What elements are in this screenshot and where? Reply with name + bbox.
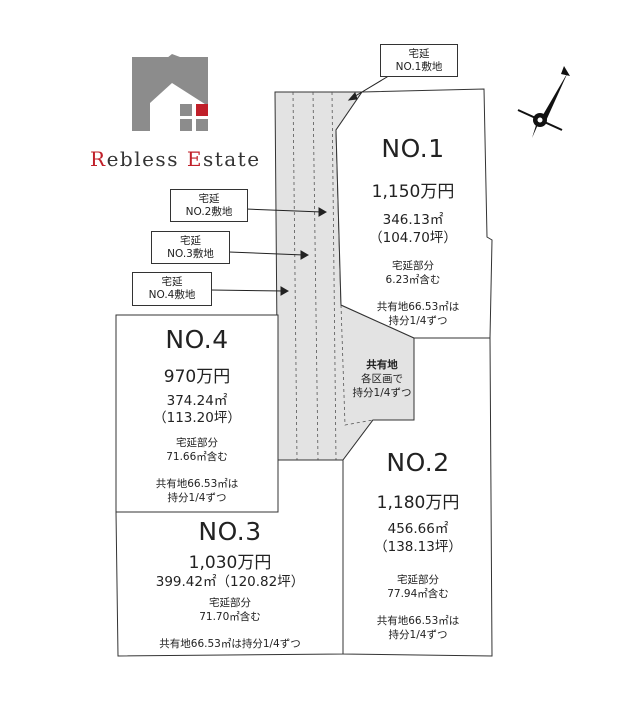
lot-no1-shared: 共有地66.53㎡は持分1/4ずつ xyxy=(376,301,460,327)
lot-no3 xyxy=(115,459,344,657)
lot-no4-area-tsubo: （113.20坪） xyxy=(153,410,241,426)
lot-no2-area-tsubo: （138.13坪） xyxy=(374,539,462,555)
logo-house-icon xyxy=(132,54,208,131)
lot-no3-shared: 共有地66.53㎡は持分1/4ずつ xyxy=(159,638,301,650)
lot-no2-price: 1,180万円 xyxy=(376,493,460,513)
callout-driveway-no2: 宅延 NO.2敷地 xyxy=(170,189,248,222)
callout-driveway-no1: 宅延 NO.1敷地 xyxy=(380,44,458,77)
lot-no4-area-m2: 374.24㎡ xyxy=(166,393,228,409)
north-arrow-icon xyxy=(517,66,570,138)
lot-no3-area: 399.42㎡（120.82坪） xyxy=(155,574,305,590)
lot-no1-area-m2: 346.13㎡ xyxy=(382,212,444,228)
lot-no4-shared: 共有地66.53㎡は持分1/4ずつ xyxy=(155,478,239,504)
lot-no1-name: NO.1 xyxy=(381,134,445,163)
lot-no4-price: 970万円 xyxy=(163,367,231,387)
shared-land-label: 共有地 各区画で 持分1/4ずつ xyxy=(352,359,412,399)
callout-driveway-no4: 宅延 NO.4敷地 xyxy=(132,272,212,306)
lot-no1-area-tsubo: （104.70坪） xyxy=(369,230,457,246)
lot-no2-shared: 共有地66.53㎡は持分1/4ずつ xyxy=(376,615,460,641)
lot-no3-price: 1,030万円 xyxy=(188,553,272,573)
brand-name: Rebless Estate xyxy=(90,147,261,171)
lot-no2-area-m2: 456.66㎡ xyxy=(387,521,449,537)
lot-no4 xyxy=(115,314,279,513)
lot-no4-name: NO.4 xyxy=(165,325,229,354)
lot-no3-name: NO.3 xyxy=(198,517,262,546)
lot-no1-price: 1,150万円 xyxy=(371,182,455,202)
callout-driveway-no3: 宅延 NO.3敷地 xyxy=(151,231,230,264)
lot-no2-name: NO.2 xyxy=(386,448,450,477)
